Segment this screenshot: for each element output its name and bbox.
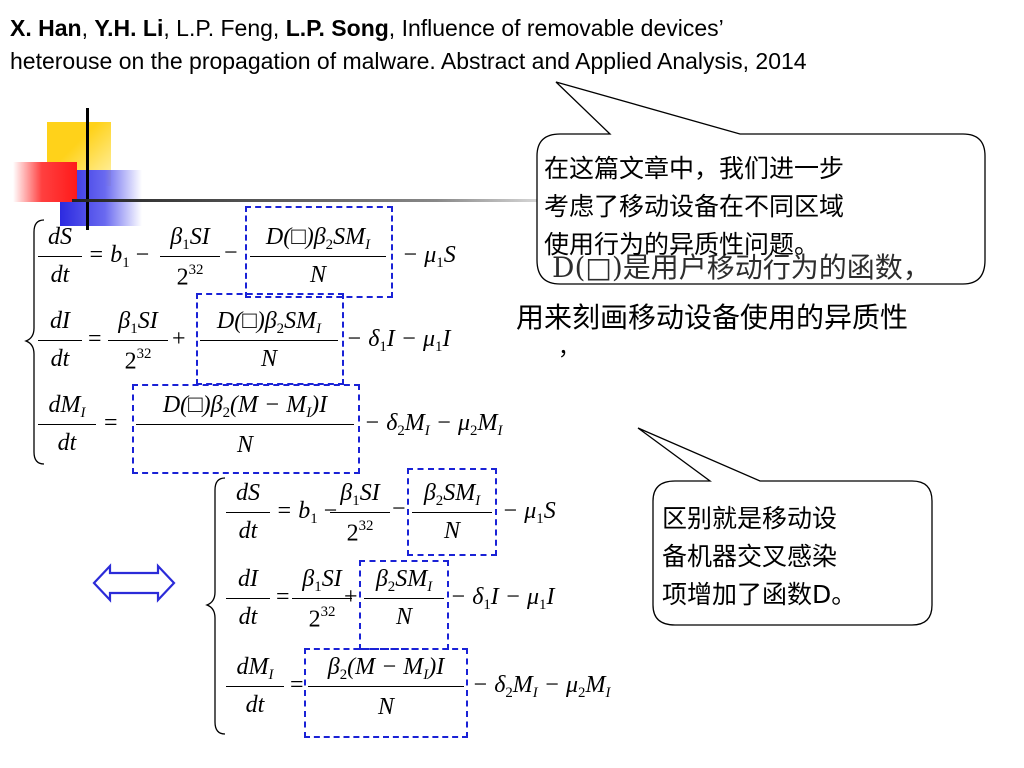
sys2-eq3-highlight-box [304, 648, 468, 738]
deco-horizontal-line [72, 199, 592, 202]
sys1-eq1-f2-num: D(□)β2SMI [265, 224, 371, 254]
sys2-eq2-highlight-box [359, 560, 449, 650]
paper-title-start: , Influence of removable devices’ [388, 15, 724, 41]
bottom-callout-text: 区别就是移动设 备机器交叉感染 项增加了函数D。 [662, 504, 857, 609]
sys1-eq1-lhs-num: dS [48, 224, 72, 250]
sys1-eq3-highlight-box [132, 384, 360, 474]
citation: X. Han, Y.H. Li, L.P. Feng, L.P. Song, I… [10, 12, 1014, 78]
top-callout-text: 在这篇文章中，我们进一步 考虑了移动设备在不同区域 使用行为的异质性问题。 [544, 154, 845, 259]
citation-line-1: X. Han, Y.H. Li, L.P. Feng, L.P. Song, I… [10, 15, 724, 41]
sys1-eq2-highlight-box [196, 293, 344, 385]
sys1-eq1-t1: = b1 − [88, 242, 150, 272]
deco-vertical-line [86, 108, 89, 230]
sys1-eq1-highlight-box [245, 206, 393, 298]
d-function-description-line-2: 用来刻画移动设备使用的异质性 [516, 301, 909, 334]
sys1-eq1-lhs-den: dt [50, 262, 70, 288]
d-function-description-line-1: D(□)是用户移动行为的函数， [552, 251, 931, 284]
brace-system-2 [205, 477, 226, 735]
sys2-eq1-highlight-box [407, 468, 497, 556]
equivalence-arrow-icon [92, 563, 176, 603]
sys1-eq1-f1-den: 232 [176, 262, 204, 291]
d-function-description-line-3: ， [558, 336, 581, 361]
author-song: L.P. Song [285, 15, 389, 41]
sys1-eq1-f1-num: β1SI [170, 224, 210, 254]
citation-line-2: heterouse on the propagation of malware.… [10, 48, 807, 74]
deco-red-square [13, 162, 77, 202]
author-li: Y.H. Li [94, 15, 164, 41]
sys1-eq1-tail: − μ1S [402, 242, 456, 272]
author-han: X. Han [10, 15, 82, 41]
